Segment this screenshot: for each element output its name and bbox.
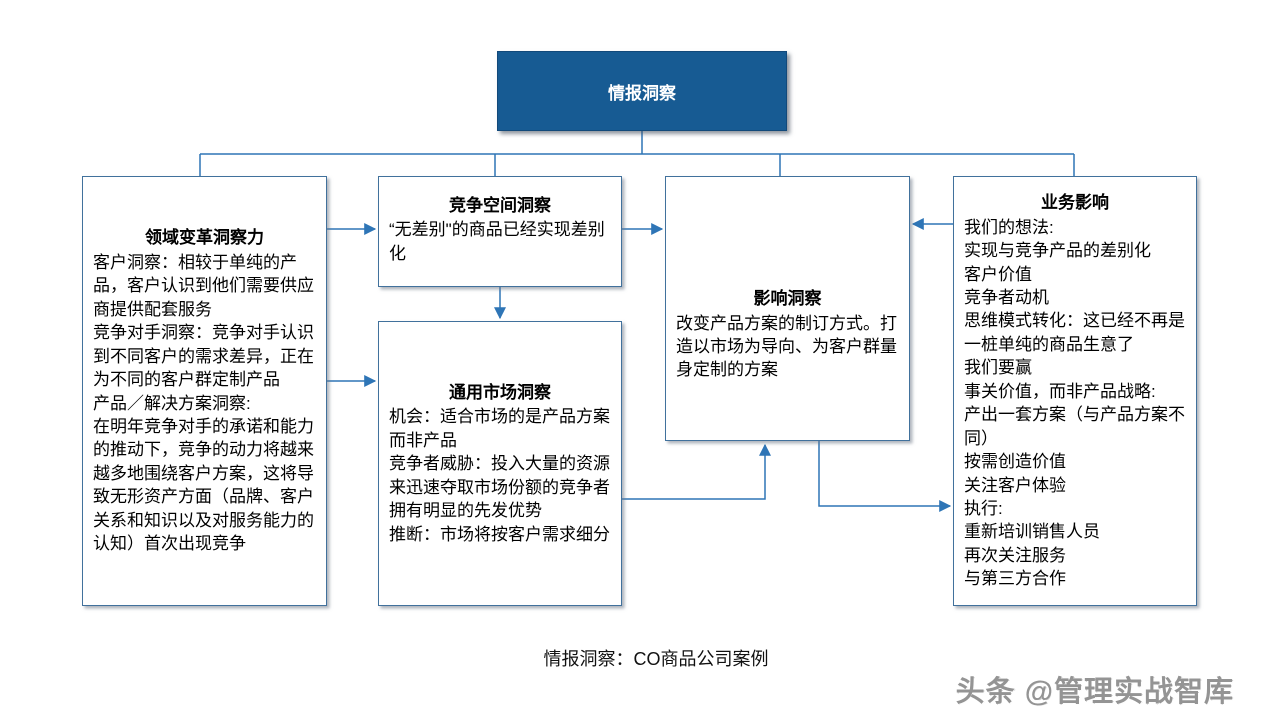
toutiao-watermark: 头条 @管理实战智库 — [955, 676, 1234, 708]
node-impact-insight: 影响洞察 改变产品方案的制订方式。打造以市场为导向、为客户群量身定制的方案 — [665, 176, 910, 441]
node-title: 通用市场洞察 — [449, 382, 551, 402]
tree-connector — [199, 131, 1075, 176]
arrow-impact-to-bizimpact — [818, 441, 952, 512]
node-body: 机会：适合市场的是产品方案而非产品 竞争者威胁：投入大量的资源来迅速夺取市场份额… — [389, 407, 610, 544]
node-title: 业务影响 — [1041, 193, 1109, 213]
node-competitive-space-insight: 竞争空间洞察 “无差别"的商品已经实现差别化 — [378, 176, 622, 287]
arrow-genmarket-to-impact — [622, 443, 771, 500]
node-domain-change-insight: 领域变革洞察力 客户洞察：相较于单纯的产品，客户认识到他们需要供应商提供配套服务… — [82, 176, 327, 606]
node-title: 竞争空间洞察 — [449, 195, 551, 215]
node-general-market-insight: 通用市场洞察 机会：适合市场的是产品方案而非产品 竞争者威胁：投入大量的资源来迅… — [378, 321, 622, 606]
node-body: 客户洞察：相较于单纯的产品，客户认识到他们需要供应商提供配套服务 竞争对手洞察：… — [93, 252, 314, 554]
root-node-title: 情报洞察 — [608, 83, 676, 103]
root-node-intelligence-insight: 情报洞察 — [497, 51, 787, 131]
node-title: 影响洞察 — [753, 289, 822, 309]
slide-caption: 情报洞察：CO商品公司案例 — [543, 649, 769, 669]
node-body: 我们的想法: 实现与竞争产品的差别化 客户价值 竞争者动机 思维模式转化：这已经… — [964, 217, 1185, 589]
node-business-impact: 业务影响 我们的想法: 实现与竞争产品的差别化 客户价值 竞争者动机 思维模式转… — [953, 176, 1197, 606]
node-body: “无差别"的商品已经实现差别化 — [389, 220, 605, 263]
node-title: 领域变革洞察力 — [145, 228, 264, 248]
node-body: 改变产品方案的制订方式。打造以市场为导向、为客户群量身定制的方案 — [676, 313, 897, 380]
